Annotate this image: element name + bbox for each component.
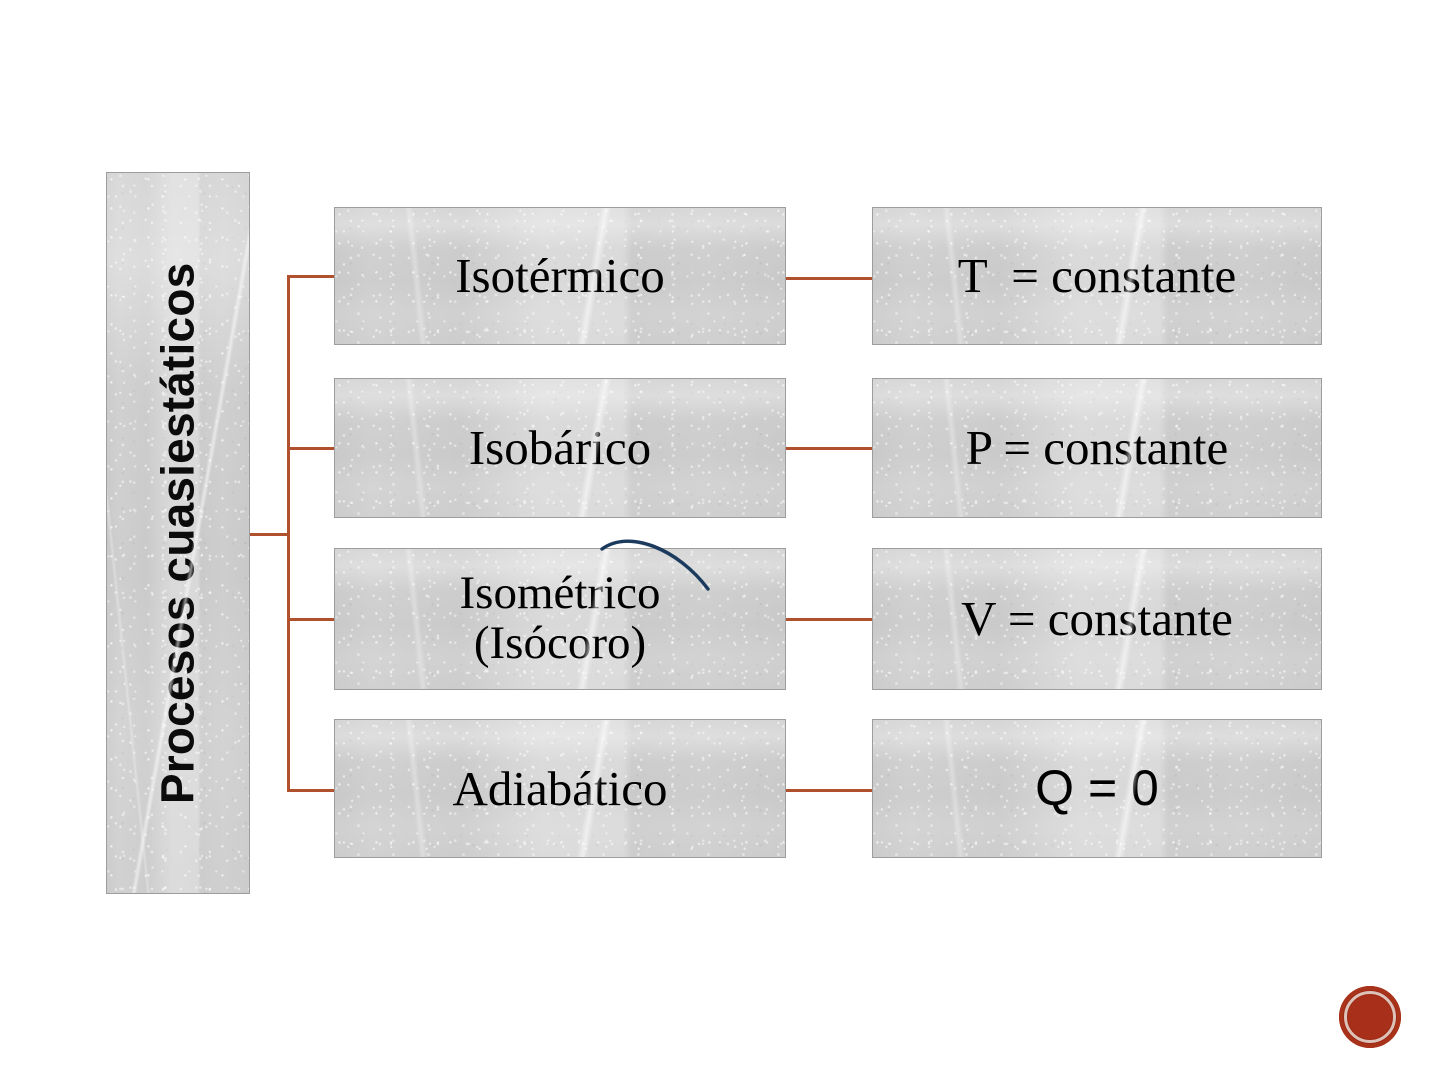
connector-link-4 (785, 789, 873, 792)
process-label-line2: (Isócoro) (473, 617, 647, 669)
condition-box-adiabatico[interactable]: Q = 0 (872, 719, 1322, 858)
process-label: Adiabático (452, 760, 668, 816)
process-label: Isobárico (468, 420, 652, 476)
condition-label: T = constante (957, 248, 1237, 304)
red-circle-logo-icon[interactable] (1339, 986, 1401, 1048)
condition-label: P = constante (965, 420, 1229, 476)
connector-link-2 (785, 447, 873, 450)
condition-box-isobarico[interactable]: P = constante (872, 378, 1322, 518)
connector-branch-4 (287, 789, 335, 792)
process-box-adiabatico[interactable]: Adiabático (334, 719, 786, 858)
connector-trunk-stub (250, 533, 290, 536)
process-label-line1: Isométrico (459, 567, 661, 620)
process-box-isobarico[interactable]: Isobárico (334, 378, 786, 518)
diagram-title-label: Procesos cuasiestáticos (151, 262, 204, 804)
connector-spine (287, 275, 290, 792)
connector-branch-2 (287, 447, 335, 450)
process-box-isotermico[interactable]: Isotérmico (334, 207, 786, 345)
condition-label: Q = 0 (1035, 760, 1159, 816)
process-label: Isotérmico (455, 248, 665, 304)
diagram-title-box: Procesos cuasiestáticos (106, 172, 250, 894)
connector-branch-1 (287, 275, 335, 278)
connector-branch-3 (287, 618, 335, 621)
condition-box-isometrico[interactable]: V = constante (872, 548, 1322, 690)
connector-link-1 (785, 277, 873, 280)
condition-box-isotermico[interactable]: T = constante (872, 207, 1322, 345)
condition-label: V = constante (961, 591, 1233, 647)
connector-link-3 (785, 618, 873, 621)
process-box-isometrico[interactable]: Isométrico (Isócoro) (334, 548, 786, 690)
